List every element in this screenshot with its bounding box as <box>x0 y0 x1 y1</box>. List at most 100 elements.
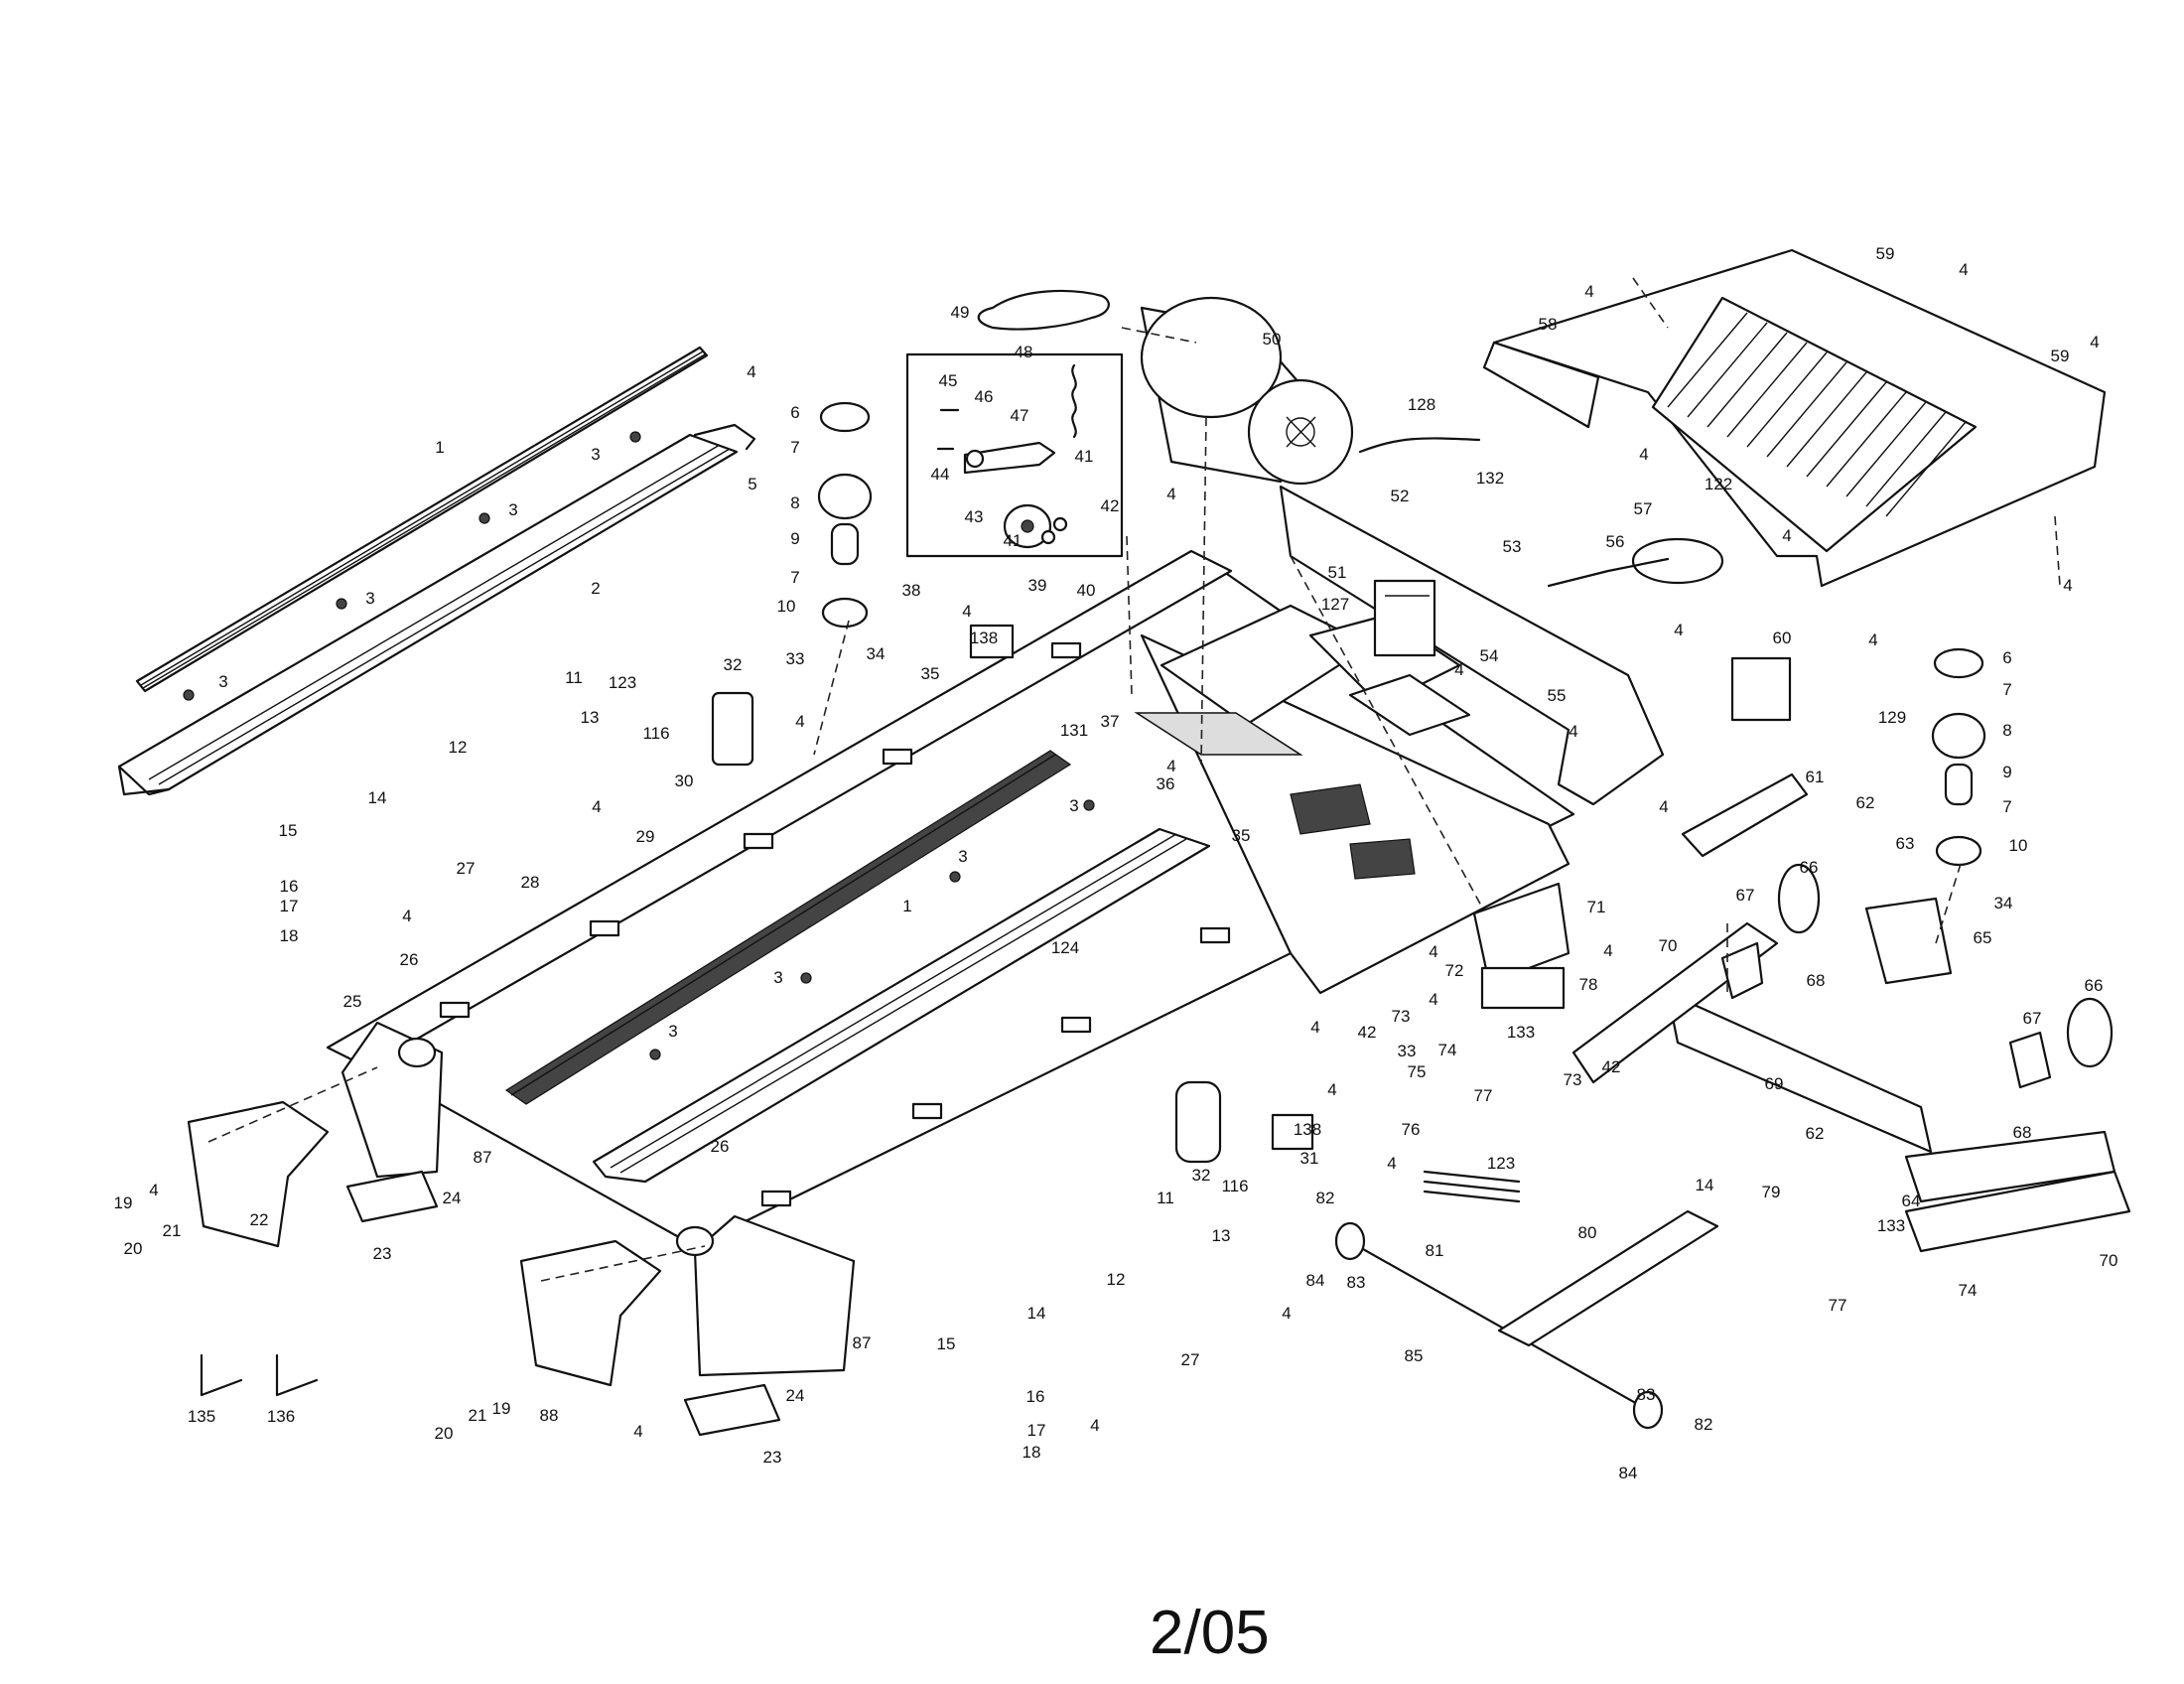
callout-c1a: 1 <box>435 438 444 457</box>
callout-c84b: 84 <box>1619 1464 1638 1482</box>
callout-c60: 60 <box>1773 629 1792 647</box>
callout-c59b: 59 <box>2051 347 2070 365</box>
callout-c79: 79 <box>1762 1183 1781 1201</box>
callout-c3e: 3 <box>1069 796 1078 815</box>
callout-c4i: 4 <box>1454 660 1463 679</box>
callout-c4m: 4 <box>2090 333 2099 351</box>
callout-c57: 57 <box>1634 499 1653 518</box>
callout-c67a: 67 <box>1736 886 1755 905</box>
callout-c19b: 19 <box>492 1399 511 1418</box>
callout-c32a: 32 <box>724 655 743 674</box>
callout-c49: 49 <box>951 303 970 322</box>
callout-c77a: 77 <box>1474 1086 1493 1105</box>
callout-c13a: 13 <box>581 708 600 727</box>
callout-c45: 45 <box>939 371 958 390</box>
callout-c4l: 4 <box>1959 260 1968 279</box>
idler-inset <box>905 352 1124 558</box>
callout-c135: 135 <box>188 1407 215 1426</box>
callout-c23a: 23 <box>373 1244 392 1263</box>
callout-c44: 44 <box>931 465 950 484</box>
callout-c4e: 4 <box>149 1181 158 1199</box>
callout-c53: 53 <box>1503 537 1522 556</box>
callout-c37: 37 <box>1101 712 1120 731</box>
callout-c4x: 4 <box>1327 1080 1336 1099</box>
callout-c23b: 23 <box>763 1448 782 1467</box>
callout-c18b: 18 <box>1023 1443 1041 1462</box>
callout-c15b: 15 <box>937 1334 956 1353</box>
callout-c66b: 66 <box>2085 976 2104 995</box>
callout-c116b: 116 <box>1221 1177 1248 1195</box>
callout-c84a: 84 <box>1306 1271 1325 1290</box>
callout-c28: 28 <box>521 873 540 892</box>
callout-c4c: 4 <box>592 797 601 816</box>
callout-c72: 72 <box>1445 961 1464 980</box>
callout-c26b: 26 <box>711 1137 730 1156</box>
callout-c3h: 3 <box>668 1022 677 1041</box>
callout-c47: 47 <box>1011 406 1029 425</box>
callout-c65: 65 <box>1974 928 1992 947</box>
callout-c4d: 4 <box>402 907 411 925</box>
callout-c66a: 66 <box>1800 858 1819 877</box>
callout-c8b: 8 <box>2002 721 2011 740</box>
callout-c16a: 16 <box>280 877 299 896</box>
callout-c64: 64 <box>1902 1192 1921 1210</box>
side-rail-left <box>117 346 756 796</box>
callout-c116a: 116 <box>642 724 669 743</box>
callout-c9a: 9 <box>790 529 799 548</box>
callout-c35a: 35 <box>921 664 940 683</box>
callout-c4j: 4 <box>1569 722 1577 741</box>
callout-c71: 71 <box>1587 898 1606 916</box>
callout-c69: 69 <box>1765 1074 1784 1093</box>
callout-c7d: 7 <box>2002 797 2011 816</box>
callout-c4ab: 4 <box>633 1422 642 1441</box>
callout-c20a: 20 <box>124 1239 143 1258</box>
callout-c14a: 14 <box>368 788 387 807</box>
callout-c32b: 32 <box>1192 1166 1211 1185</box>
callout-c75: 75 <box>1408 1062 1427 1081</box>
callout-c4v: 4 <box>1429 990 1437 1009</box>
callout-c42c: 42 <box>1358 1023 1377 1042</box>
callout-c34a: 34 <box>867 644 886 663</box>
callout-c62a: 62 <box>1856 793 1875 812</box>
motor <box>1140 296 1354 486</box>
callout-c27a: 27 <box>457 859 476 878</box>
callout-c3a: 3 <box>591 445 600 464</box>
callout-c3g: 3 <box>773 968 782 987</box>
callout-c55: 55 <box>1548 686 1567 705</box>
callout-c7c: 7 <box>2002 680 2011 699</box>
callout-c87b: 87 <box>853 1333 872 1352</box>
callout-c74a: 74 <box>1959 1281 1978 1300</box>
callout-c33a: 33 <box>786 649 805 668</box>
callout-c18a: 18 <box>280 926 299 945</box>
explosion-lines <box>207 277 2061 1282</box>
callout-c4w: 4 <box>1310 1018 1319 1037</box>
callout-c68a: 68 <box>1807 971 1826 990</box>
callout-c76: 76 <box>1402 1120 1421 1139</box>
callout-c20b: 20 <box>435 1424 454 1443</box>
callout-c43: 43 <box>965 507 984 526</box>
callout-c83a: 83 <box>1347 1273 1366 1292</box>
callout-c21b: 21 <box>469 1406 487 1425</box>
callout-c124: 124 <box>1051 938 1079 957</box>
axle-assembly <box>1334 1209 1719 1430</box>
callout-c68b: 68 <box>2013 1123 2032 1142</box>
callout-labels: 1233334567897103433432123116111312141542… <box>114 244 2118 1482</box>
callout-c132: 132 <box>1476 469 1504 488</box>
callout-c19a: 19 <box>114 1193 133 1212</box>
callout-c29: 29 <box>636 827 655 846</box>
callout-c70a: 70 <box>1659 936 1678 955</box>
callout-c7b: 7 <box>790 568 799 587</box>
callout-c61: 61 <box>1806 768 1825 786</box>
callout-c129: 129 <box>1878 708 1906 727</box>
callout-c17b: 17 <box>1027 1421 1046 1440</box>
callout-c38: 38 <box>902 581 921 600</box>
callout-c123b: 123 <box>1487 1154 1515 1173</box>
callout-c138b: 138 <box>1294 1120 1321 1139</box>
callout-c30: 30 <box>675 772 694 790</box>
callout-c39: 39 <box>1028 576 1047 595</box>
callout-c48: 48 <box>1015 343 1033 361</box>
callout-c25: 25 <box>343 992 362 1011</box>
callout-c85: 85 <box>1405 1346 1424 1365</box>
callout-c41b: 41 <box>1004 531 1023 550</box>
